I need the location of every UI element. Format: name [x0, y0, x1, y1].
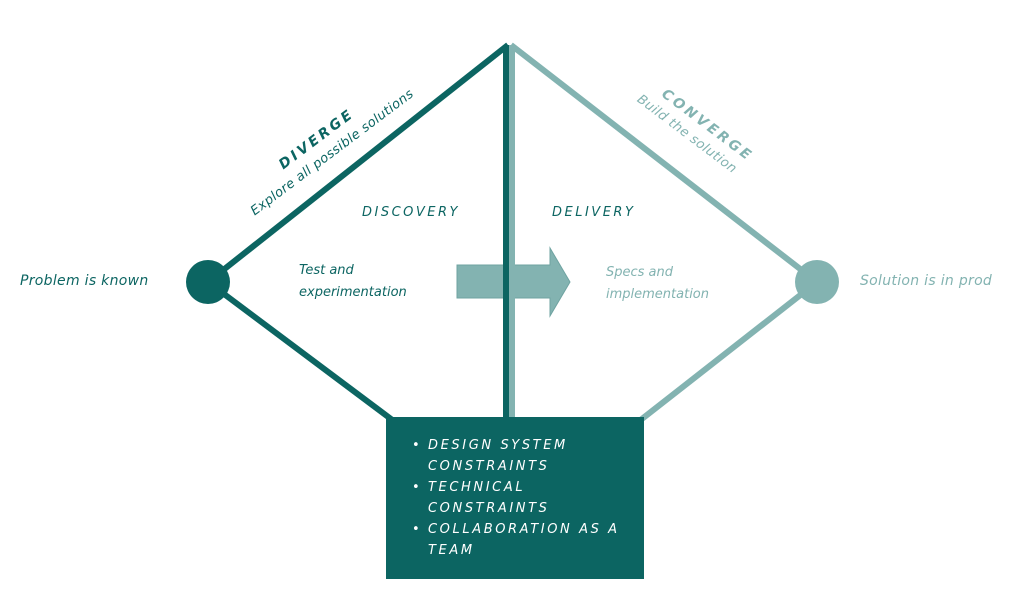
discovery-description-line-2: experimentation	[299, 285, 407, 300]
constraint-item: TECHNICAL CONSTRAINTS	[412, 477, 644, 519]
constraint-item: COLLABORATION AS A TEAM	[412, 519, 644, 561]
converge-line	[509, 42, 819, 285]
discovery-description: Test and experimentation	[299, 260, 407, 304]
end-node	[795, 260, 839, 304]
constraints-box: DESIGN SYSTEM CONSTRAINTS TECHNICAL CONS…	[386, 417, 644, 579]
start-node	[186, 260, 230, 304]
discovery-title: DISCOVERY	[362, 205, 460, 220]
end-label: Solution is in prod	[860, 273, 993, 289]
discovery-lower-line	[206, 279, 397, 425]
constraint-item: DESIGN SYSTEM CONSTRAINTS	[412, 435, 644, 477]
discovery-description-line-1: Test and	[299, 263, 354, 278]
delivery-description-line-2: implementation	[606, 287, 710, 302]
delivery-title: DELIVERY	[552, 205, 636, 220]
delivery-description: Specs and implementation	[606, 262, 709, 306]
diverge-line	[206, 42, 510, 285]
start-label: Problem is known	[20, 273, 149, 289]
delivery-description-line-1: Specs and	[606, 265, 674, 280]
constraints-list: DESIGN SYSTEM CONSTRAINTS TECHNICAL CONS…	[386, 417, 644, 561]
delivery-lower-line	[636, 279, 819, 425]
